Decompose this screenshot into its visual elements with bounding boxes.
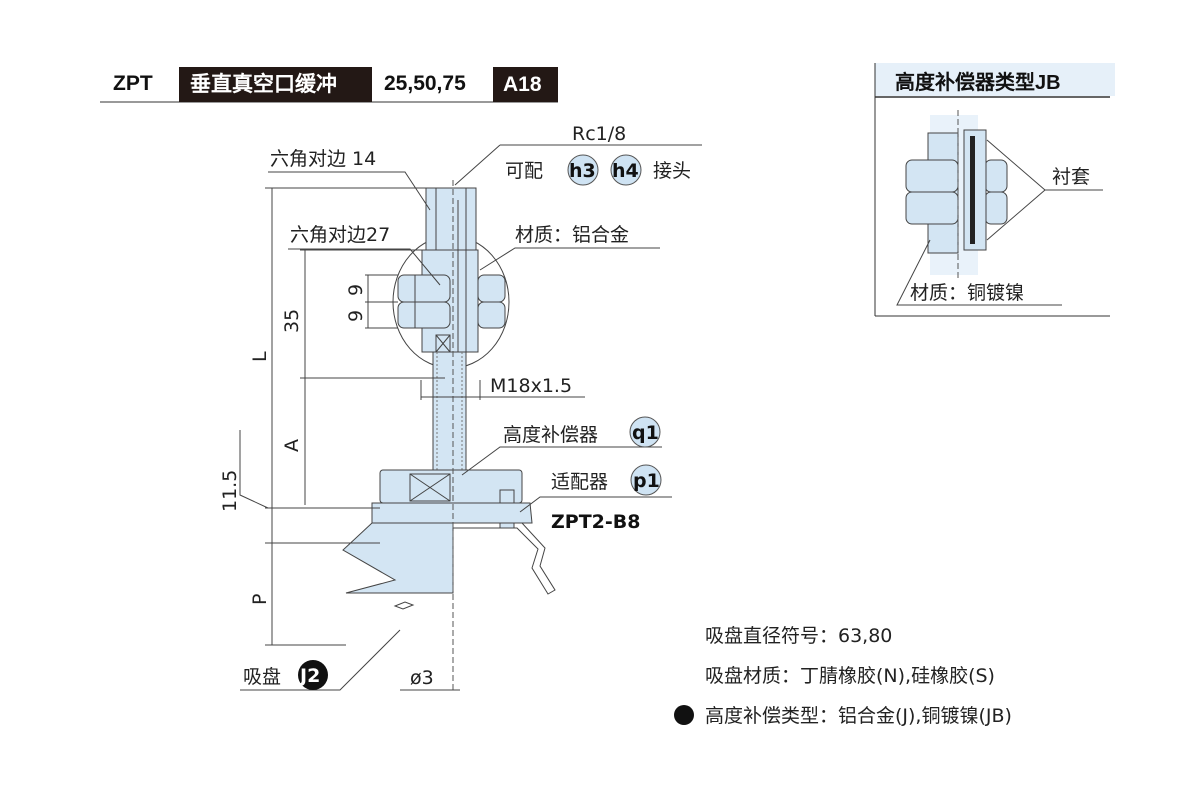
hex-nut-lower (397, 301, 451, 329)
dim-9-upper: 9 (345, 284, 367, 296)
port-label: Rc1/8 (572, 123, 626, 145)
note-diameter: 吸盘直径符号：63,80 (705, 625, 892, 647)
top-fitting (425, 187, 477, 251)
svg-text:q1: q1 (632, 422, 659, 444)
compensator-label: 高度补偿器 (503, 424, 598, 446)
inset-title: 高度补偿器类型JB (895, 70, 1061, 94)
material-label: 材质：铝合金 (515, 224, 629, 246)
bushing-label: 衬套 (1052, 166, 1090, 188)
pad-badge-j2: J2 (298, 660, 328, 690)
threaded-stem (432, 351, 467, 471)
svg-text:J2: J2 (298, 665, 320, 687)
hex27-label: 六角对边27 (290, 224, 390, 246)
cup-section (453, 522, 556, 595)
series-label: ZPT (113, 72, 153, 95)
main-drawing: 六角对边 14 Rc1/8 可配 h3 h4 接头 六角对边27 材质：铝合金 … (219, 123, 702, 692)
dim-35: 35 (281, 309, 303, 333)
dim-P: P (249, 594, 271, 605)
fitting-prefix: 可配 (505, 160, 543, 182)
svg-text:h3: h3 (569, 160, 596, 182)
dim-11-5: 11.5 (219, 470, 241, 512)
header-bar: ZPT 垂直真空口缓冲 25,50,75 A18 (100, 67, 558, 103)
fitting-badge-h4: h4 (610, 154, 642, 186)
note-comp-type: 高度补偿类型：铝合金(J),铜镀镍(JB) (705, 705, 1012, 727)
spec-notes: 吸盘直径符号：63,80 吸盘材质：丁腈橡胶(N),硅橡胶(S) 高度补偿类型：… (674, 625, 1012, 727)
cup-flange (371, 502, 533, 524)
hex-nut-upper (397, 274, 451, 303)
header-code: A18 (503, 73, 542, 96)
inset-jb: 高度补偿器类型JB 衬套 材质：铜镀镍 (874, 63, 1115, 317)
fitting-badge-h3: h3 (567, 154, 599, 186)
thread-label: M18x1.5 (490, 375, 572, 397)
dim-A: A (281, 439, 303, 452)
header-sizes: 25,50,75 (384, 72, 466, 95)
adapter-model: ZPT2-B8 (551, 511, 640, 533)
adapter-label: 适配器 (551, 471, 608, 493)
svg-text:h4: h4 (612, 160, 639, 182)
bullet-icon (674, 705, 694, 725)
suction-cup (342, 522, 454, 594)
pad-label: 吸盘 (243, 666, 281, 688)
hex14-label: 六角对边 14 (270, 148, 376, 170)
fitting-suffix: 接头 (653, 160, 691, 182)
dim-L: L (249, 351, 271, 362)
dim-d3: ø3 (410, 667, 434, 689)
dim-9-lower: 9 (345, 310, 367, 322)
inset-material: 材质：铜镀镍 (910, 282, 1024, 304)
svg-text:p1: p1 (633, 470, 660, 492)
header-title: 垂直真空口缓冲 (190, 72, 337, 96)
note-pad-material: 吸盘材质：丁腈橡胶(N),硅橡胶(S) (705, 665, 995, 687)
adapter-badge-p1: p1 (630, 464, 662, 496)
compensator-badge-q1: q1 (629, 416, 661, 448)
